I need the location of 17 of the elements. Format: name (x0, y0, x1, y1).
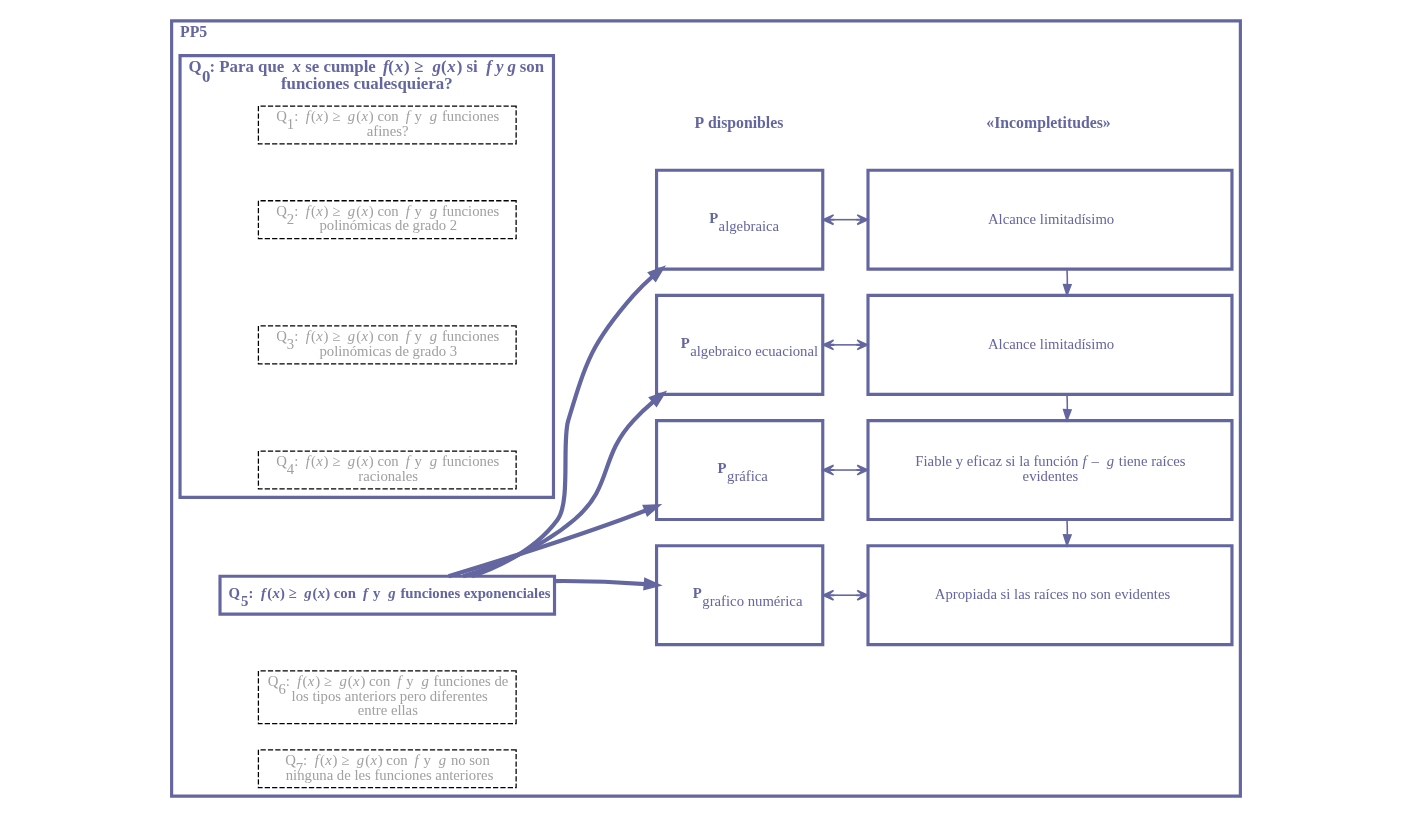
label: P disponibles (694, 113, 784, 131)
arrow (822, 339, 869, 351)
arrow (822, 214, 869, 226)
node-box: Fiable y eficaz si la función f – g tiene raíces evidentes (866, 419, 1234, 522)
arrow (822, 589, 869, 601)
arrow (462, 390, 668, 579)
label: «Incompletitudes» (986, 113, 1111, 131)
arrow (1062, 268, 1073, 298)
arrow (822, 464, 869, 476)
node-box: Apropiada si las raíces no son evidentes (866, 544, 1234, 647)
arrow (471, 265, 667, 579)
node-box: Alcance limitadísimo (866, 168, 1234, 271)
arrow (1062, 518, 1073, 548)
arrow (447, 503, 663, 579)
arrow (554, 577, 663, 591)
node-box: Alcance limitadísimo (866, 293, 1234, 396)
arrow (1062, 393, 1073, 423)
